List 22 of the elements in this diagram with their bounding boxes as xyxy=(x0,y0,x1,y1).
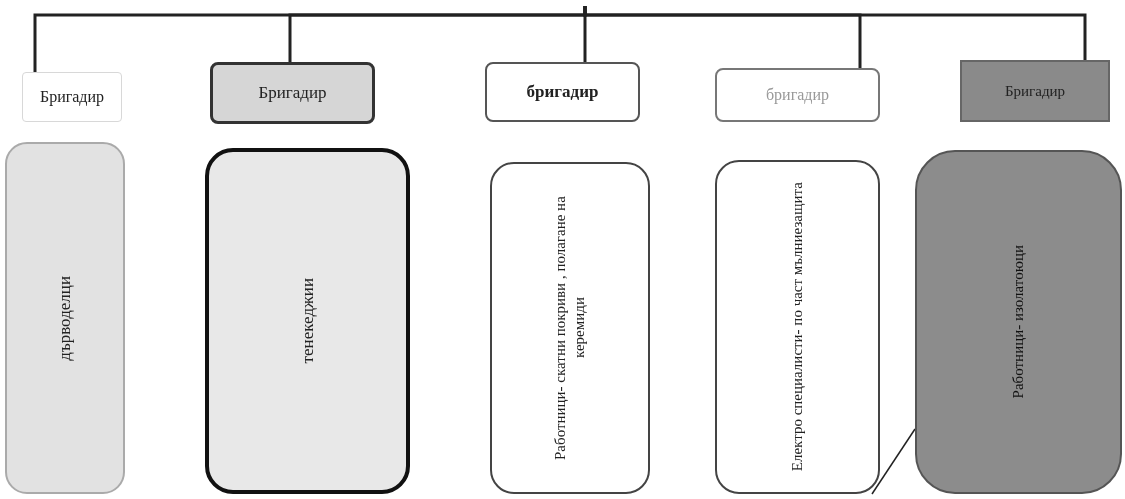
foreman-box xyxy=(22,72,122,122)
connector-line xyxy=(871,428,916,495)
foreman-label: Бригадир xyxy=(39,87,105,107)
foreman-box xyxy=(485,62,640,122)
team-box xyxy=(715,160,880,494)
team-label: тенекеджии xyxy=(296,278,318,364)
team-label: Работници- изолатоюци xyxy=(1009,245,1028,399)
foreman-label: бригадир xyxy=(526,81,599,103)
team-box xyxy=(5,142,125,494)
foreman-box xyxy=(960,60,1110,122)
foreman-box xyxy=(715,68,880,122)
foreman-label: Бригадир xyxy=(1004,81,1066,101)
team-label: Работници- скатни покриви , полагане на керемиди xyxy=(551,195,588,462)
foreman-label: Бригадир xyxy=(258,82,327,104)
team-label: Електро специалисти- по част мълниезащита xyxy=(788,182,807,472)
team-box xyxy=(915,150,1122,494)
foreman-box xyxy=(210,62,375,124)
team-box xyxy=(205,148,410,494)
foreman-label: бригадир xyxy=(765,85,830,105)
team-label: дърводелци xyxy=(54,275,76,361)
connector-line xyxy=(583,6,1087,60)
team-box xyxy=(490,162,650,494)
